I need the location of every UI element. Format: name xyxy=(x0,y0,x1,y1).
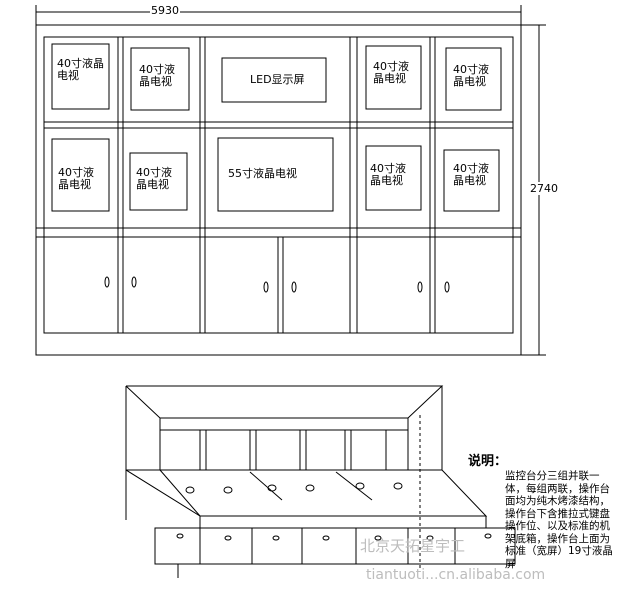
tv40-label: 40寸液晶电视 xyxy=(136,166,172,191)
height-dimension-label: 2740 xyxy=(529,182,559,195)
tv40-label: 40寸液晶电视 xyxy=(453,63,489,88)
watermark-cn: 北京天拓星宇工 xyxy=(360,537,466,555)
led-screen-label: LED显示屏 xyxy=(250,73,305,86)
tv40-label: 40寸液晶电视 xyxy=(373,60,409,85)
notes-body: 监控台分三组并联一体，每组两联，操作台面均为纯木烤漆结构，操作台下含推拉式键盘操… xyxy=(505,470,613,570)
tv40-label: 40寸液晶电视 xyxy=(453,162,489,187)
wall-outer-frame xyxy=(35,24,522,356)
tv40-label: 40寸液晶电视 xyxy=(58,166,94,191)
tv40-label: 40寸液晶电视 xyxy=(57,57,104,82)
tv40-label: 40寸液晶电视 xyxy=(139,63,175,88)
tv40-label: 40寸液晶电视 xyxy=(370,162,406,187)
watermark-en: tiantuoti...cn.alibaba.com xyxy=(366,567,546,583)
console-desk-drawing xyxy=(125,385,516,578)
tv55-label: 55寸液晶电视 xyxy=(228,167,297,180)
width-dimension-label: 5930 xyxy=(150,4,180,17)
notes-title: 说明： xyxy=(468,454,508,469)
